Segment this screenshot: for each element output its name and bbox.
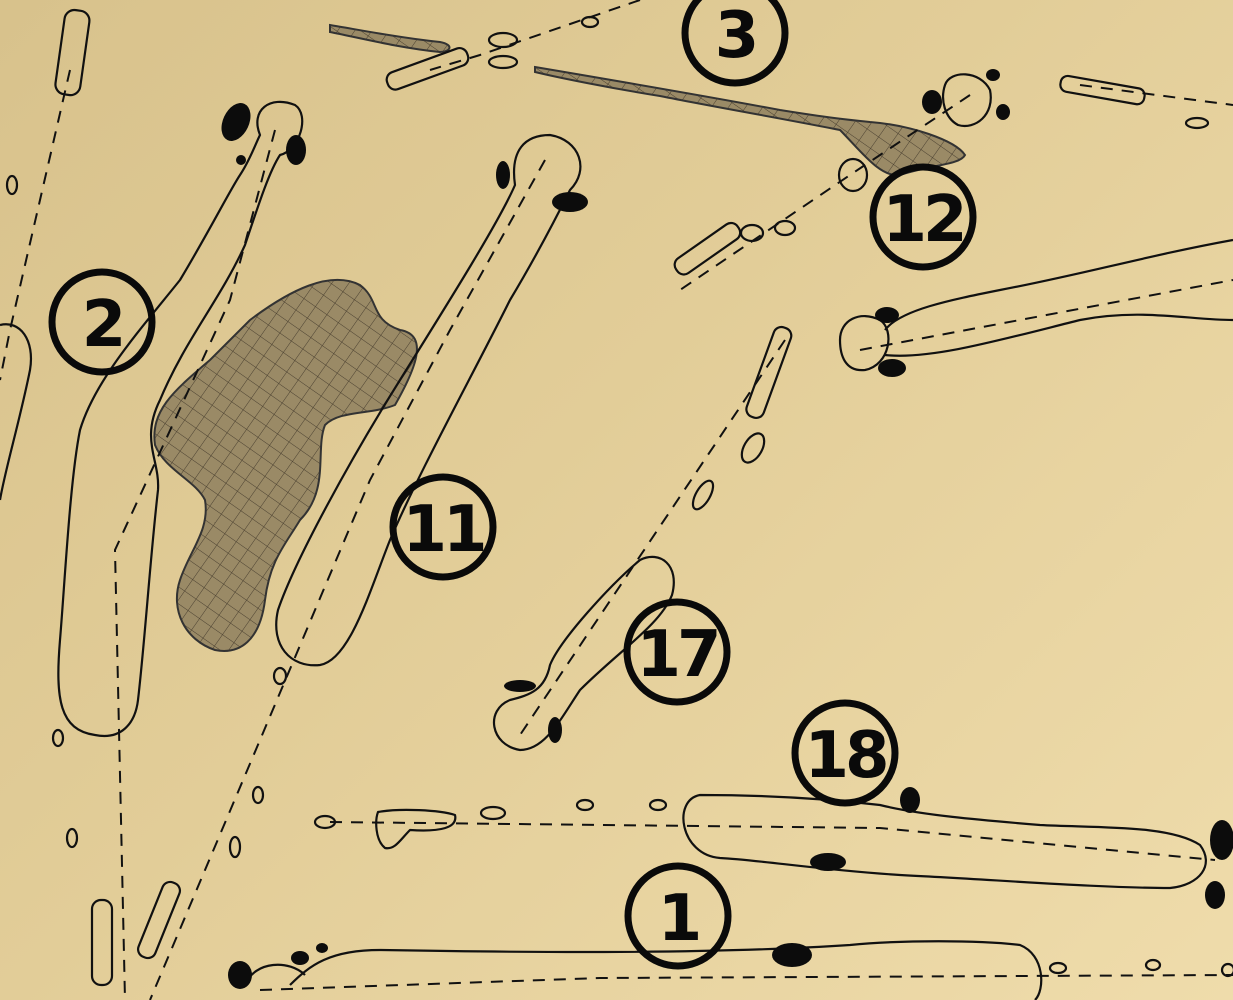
hole-marker-1[interactable]: 1 (624, 862, 732, 970)
hole-number: 12 (882, 183, 963, 257)
hole-marker-11[interactable]: 11 (389, 473, 497, 581)
hole-number: 18 (804, 719, 886, 793)
hole-marker-3[interactable]: 3 (681, 0, 789, 87)
hole-number: 17 (636, 618, 717, 692)
hole-marker-12[interactable]: 12 (869, 163, 977, 271)
greenside-bunkers (221, 69, 1233, 989)
sand-traps (5, 15, 1233, 978)
fairways (0, 8, 1233, 1000)
hole-number: 3 (715, 0, 756, 73)
water-hazard (534, 65, 967, 177)
water-hazard (153, 278, 418, 652)
hole-number: 2 (82, 288, 123, 362)
water-hazard (329, 23, 451, 54)
hole-marker-2[interactable]: 2 (48, 268, 156, 376)
hole-marker-18[interactable]: 18 (791, 699, 899, 807)
hole-number: 11 (402, 493, 484, 567)
hole-number: 1 (658, 882, 699, 956)
hole-marker-17[interactable]: 17 (623, 598, 731, 706)
